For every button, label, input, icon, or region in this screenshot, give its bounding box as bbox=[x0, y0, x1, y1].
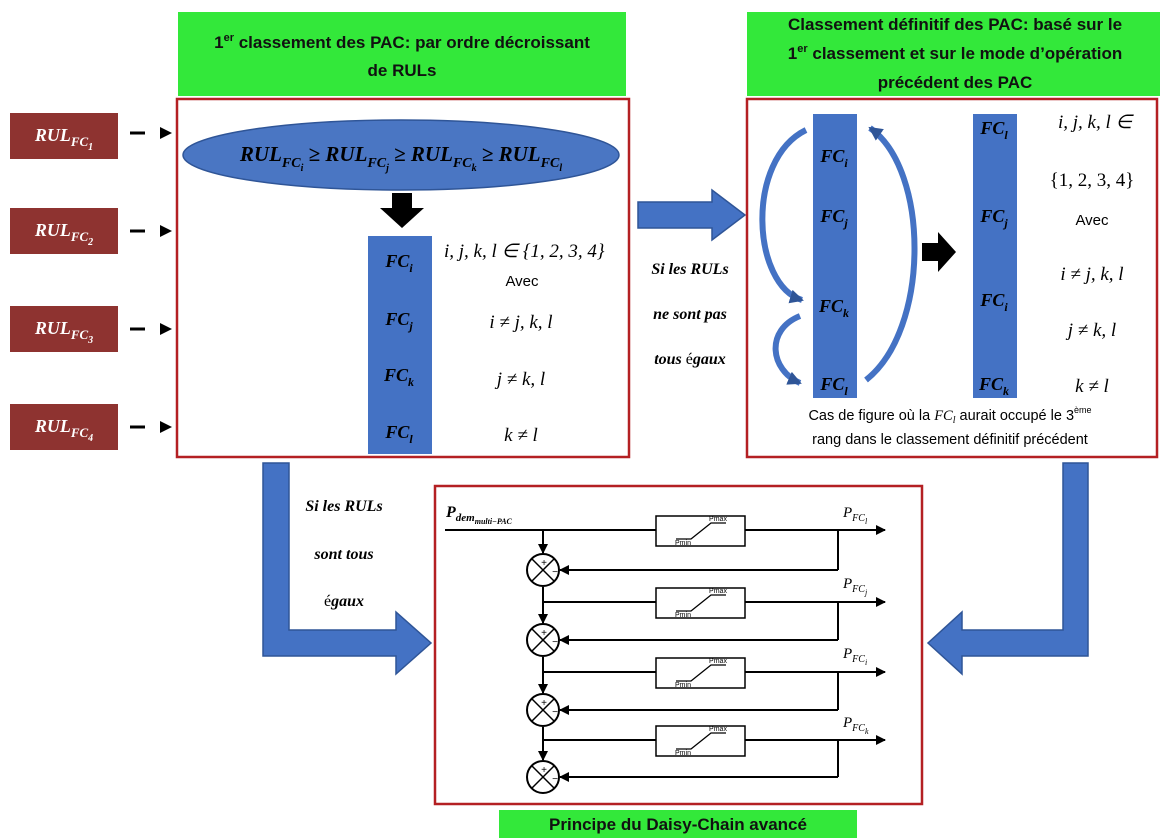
equal-text-2: sont tous bbox=[313, 546, 373, 563]
svg-text:−: − bbox=[552, 567, 558, 578]
right1-fc-k: FCk bbox=[818, 296, 849, 320]
right2-fc-l: FCl bbox=[979, 118, 1008, 142]
right-caption-line1: Cas de figure où la FCl aurait occupé le… bbox=[808, 405, 1091, 426]
right-caption-line2: rang dans le classement définitif précéd… bbox=[812, 432, 1088, 448]
left-fc-j: FCj bbox=[384, 309, 413, 333]
daisy-output-2: PFCj bbox=[842, 576, 868, 597]
middle-text-1: Si les RULs bbox=[651, 261, 728, 278]
middle-right-arrow bbox=[637, 188, 747, 242]
right-fc-column-1 bbox=[813, 114, 857, 398]
input-rul-3: RULFC3 bbox=[10, 306, 118, 352]
title-left-line1: 1er classement des PAC: par ordre décroi… bbox=[214, 32, 590, 52]
summing-junction-2: + − bbox=[526, 623, 560, 657]
svg-text:Pmin: Pmin bbox=[675, 682, 691, 689]
rul-ordering-text: RULFCi ≥ RULFCj ≥ RULFCk ≥ RULFCl bbox=[239, 142, 562, 174]
svg-text:RULFC4: RULFC4 bbox=[34, 416, 93, 444]
title-right-line3: précédent des PAC bbox=[878, 73, 1033, 92]
rul-ordering-ellipse bbox=[182, 119, 620, 191]
summing-junction-4: + − bbox=[526, 760, 560, 794]
left-fc-k: FCk bbox=[383, 365, 414, 389]
right-cond-j: j ≠ k, l bbox=[1065, 320, 1116, 341]
right-arrow-black bbox=[922, 232, 956, 272]
right1-fc-i: FCi bbox=[819, 146, 848, 170]
right-cond-i: i ≠ j, k, l bbox=[1060, 264, 1123, 285]
svg-text:−: − bbox=[552, 774, 558, 785]
left-cond-j: j ≠ k, l bbox=[494, 369, 545, 390]
svg-text:−: − bbox=[552, 637, 558, 648]
daisy-output-3: PFCi bbox=[842, 646, 867, 667]
daisy-wiring bbox=[445, 525, 886, 782]
title-right-banner bbox=[747, 12, 1160, 96]
right-cond-set-2: {1, 2, 3, 4} bbox=[1050, 170, 1135, 191]
svg-text:RULFC2: RULFC2 bbox=[34, 220, 93, 248]
title-left-line2: de RULs bbox=[368, 61, 437, 80]
svg-text:Pmax: Pmax bbox=[709, 588, 727, 595]
title-right-line2: 1er classement et sur le mode d’opératio… bbox=[788, 43, 1122, 63]
bent-arrow-right bbox=[926, 462, 1089, 676]
right-cond-k: k ≠ l bbox=[1075, 376, 1109, 397]
left-fc-column bbox=[368, 236, 432, 454]
svg-text:Pmax: Pmax bbox=[709, 658, 727, 665]
bent-arrow-left bbox=[262, 462, 433, 676]
left-ranking-box bbox=[175, 97, 631, 459]
input-arrows bbox=[130, 127, 172, 433]
limiter-block-1: Pmax Pmin bbox=[655, 515, 746, 547]
input-rul-1: RULFC1 bbox=[10, 113, 118, 159]
limiter-block-3: Pmax Pmin bbox=[655, 657, 746, 689]
svg-text:+: + bbox=[541, 698, 547, 709]
svg-text:+: + bbox=[541, 558, 547, 569]
left-cond-set: i, j, k, l ∈ {1, 2, 3, 4} bbox=[444, 241, 605, 262]
right1-fc-l: FCl bbox=[819, 374, 848, 398]
right-cond-set-1: i, j, k, l ∈ bbox=[1058, 112, 1135, 133]
right1-fc-j: FCj bbox=[819, 206, 848, 230]
down-arrow-black bbox=[380, 193, 424, 228]
daisy-output-1: PFCl bbox=[842, 505, 868, 526]
svg-text:RULFC1: RULFC1 bbox=[34, 125, 93, 153]
bottom-label-banner bbox=[499, 810, 857, 838]
bottom-label: Principe du Daisy-Chain avancé bbox=[549, 815, 807, 834]
svg-text:Pmax: Pmax bbox=[709, 726, 727, 733]
right2-fc-j: FCj bbox=[979, 206, 1008, 230]
equal-text-1: Si les RULs bbox=[305, 498, 382, 515]
limiter-block-2: Pmax Pmin bbox=[655, 587, 746, 619]
middle-text-2: ne sont pas bbox=[653, 306, 727, 323]
title-left-banner bbox=[178, 12, 626, 96]
curve-arrow-i-to-k bbox=[759, 127, 808, 304]
right-fc-column-2 bbox=[973, 114, 1017, 398]
limiter-block-4: Pmax Pmin bbox=[655, 725, 746, 757]
right-ranking-box bbox=[745, 97, 1159, 459]
left-fc-l: FCl bbox=[384, 422, 413, 446]
svg-text:+: + bbox=[541, 628, 547, 639]
svg-text:Pmax: Pmax bbox=[709, 516, 727, 523]
daisy-output-4: PFCk bbox=[842, 715, 869, 736]
input-rul-2: RULFC2 bbox=[10, 208, 118, 254]
middle-text-3: tous égaux bbox=[654, 351, 726, 368]
daisy-input-label: Pdemmulti−PAC bbox=[445, 504, 513, 526]
curve-arrow-l-to-i bbox=[864, 125, 918, 383]
svg-text:−: − bbox=[552, 707, 558, 718]
right-cond-avec: Avec bbox=[1075, 212, 1109, 229]
left-cond-k: k ≠ l bbox=[504, 425, 538, 446]
right2-fc-i: FCi bbox=[979, 290, 1008, 314]
right2-fc-k: FCk bbox=[978, 374, 1009, 398]
input-rul-4: RULFC4 bbox=[10, 404, 118, 450]
title-right-line1: Classement définitif des PAC: basé sur l… bbox=[788, 15, 1122, 34]
svg-text:Pmin: Pmin bbox=[675, 540, 691, 547]
curve-arrow-k-to-l bbox=[772, 313, 802, 386]
left-cond-i: i ≠ j, k, l bbox=[489, 312, 552, 333]
svg-text:Pmin: Pmin bbox=[675, 612, 691, 619]
left-cond-avec: Avec bbox=[505, 273, 539, 290]
summing-junction-3: + − bbox=[526, 693, 560, 727]
equal-text-3: égaux bbox=[324, 593, 364, 610]
left-fc-i: FCi bbox=[384, 251, 413, 275]
svg-text:RULFC3: RULFC3 bbox=[34, 318, 93, 346]
summing-junction-1: + − bbox=[526, 553, 560, 587]
svg-text:+: + bbox=[541, 765, 547, 776]
svg-text:Pmin: Pmin bbox=[675, 750, 691, 757]
